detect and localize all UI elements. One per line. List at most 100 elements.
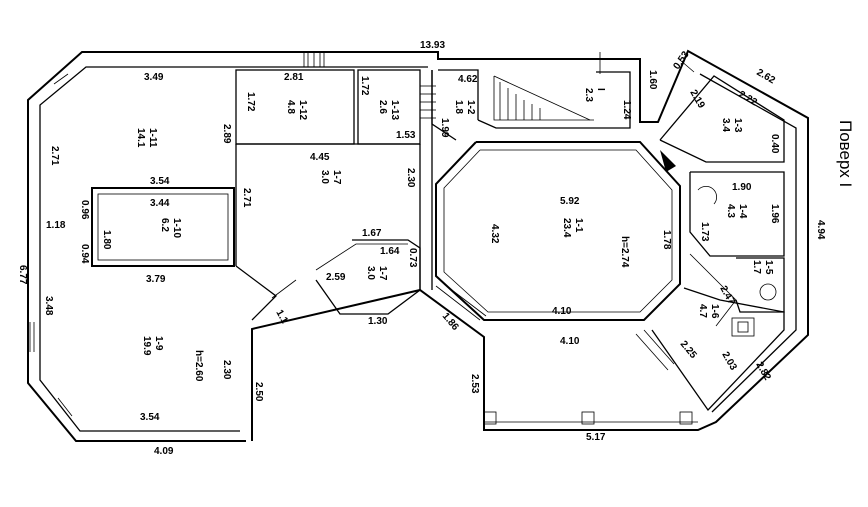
room-area: 1.7	[751, 260, 762, 274]
dim: 1.64	[380, 246, 400, 257]
wall-room-1-10-inner	[97, 193, 229, 261]
overall-dimensions: 13.93 6.77 4.94	[17, 40, 826, 285]
dim: 1.90	[732, 182, 752, 193]
wall-room-1-7-inner	[315, 243, 408, 271]
dim: 4.62	[458, 74, 478, 85]
dim: 4.10	[552, 306, 572, 317]
dim: 0.73	[407, 248, 418, 268]
wall-room-1-1-inner	[443, 149, 673, 313]
wall-room-1-10	[91, 187, 235, 267]
room-area: 6.2	[159, 218, 170, 232]
room-area: 3.0	[319, 170, 330, 184]
room-id: 1-7	[331, 170, 342, 185]
dim-left-height: 6.77	[17, 265, 28, 285]
dim: 2.25	[678, 339, 699, 361]
dim: 4.09	[154, 446, 174, 457]
wall-room-1-6-inner	[689, 253, 737, 327]
dim: 0.94	[79, 244, 90, 264]
dim: 2.71	[49, 146, 60, 166]
room-id: 1-5	[763, 260, 774, 275]
windows	[29, 51, 695, 417]
room-height: h=2.74	[619, 236, 630, 268]
room-area: 23.4	[561, 218, 572, 238]
dim: 1.80	[101, 230, 112, 250]
window-southwest	[57, 397, 73, 417]
room-id: 1-9	[153, 336, 164, 351]
room-id: 1-2	[465, 100, 476, 115]
dim: 1.78	[661, 230, 672, 250]
dim-right-height: 4.94	[815, 220, 826, 240]
dim: 3.54	[140, 412, 160, 423]
dim: 2.82	[753, 360, 772, 383]
stair	[420, 75, 594, 121]
shower-icon	[697, 186, 718, 205]
room-id: I	[595, 88, 606, 91]
room-id: 1-12	[297, 100, 308, 120]
dim: 1.67	[362, 228, 382, 239]
dim: 1.18	[46, 220, 66, 231]
window-1-9	[271, 279, 297, 299]
room-area: 4.3	[725, 204, 736, 218]
wall-stair-south	[477, 71, 631, 129]
room-id: 1-6	[709, 304, 720, 319]
dim: 2.71	[241, 188, 252, 208]
room-id: 1-7	[377, 266, 388, 281]
room-id: 1-11	[147, 128, 158, 148]
wall-stair-west	[431, 70, 457, 141]
room-area: 19.9	[141, 336, 152, 356]
dim: 5.17	[586, 432, 606, 443]
sink-icon	[731, 317, 755, 337]
wall-stair-top	[438, 69, 479, 120]
dim: 2.30	[405, 168, 416, 188]
dim: 4.10	[560, 336, 580, 347]
window-sw-hall-pane	[443, 283, 487, 317]
room-area: 4.8	[285, 100, 296, 114]
dim: 3.48	[43, 296, 54, 316]
stair-outline	[493, 76, 594, 121]
dim-top-width: 13.93	[420, 40, 445, 51]
window-ne-2	[679, 59, 695, 73]
exterior-wall-inner	[39, 66, 428, 432]
dim: 3.44	[150, 198, 170, 209]
terrace-column	[679, 411, 693, 425]
dim: 2.30	[221, 360, 232, 380]
window-se-pane	[643, 329, 675, 365]
terrace	[483, 337, 698, 425]
room-area: 2.3	[583, 88, 594, 102]
dim: 1.72	[359, 76, 370, 96]
dim: 1.30	[368, 316, 388, 327]
wall-1-9-diagonal	[235, 265, 277, 321]
east-wall-inner	[699, 73, 797, 413]
dim: 1.86	[440, 311, 461, 333]
window-se	[635, 333, 669, 371]
dim: 2.53	[469, 374, 480, 394]
terrace-column	[581, 411, 595, 425]
room-dimensions: 3.49 2.71 2.89 3.54 2.81 1.72 1.72 1.53 …	[43, 72, 780, 423]
dim: 4.32	[489, 224, 500, 244]
dim: 3.79	[146, 274, 166, 285]
room-id: 1-1	[573, 218, 584, 233]
dim: 1.24	[621, 100, 632, 120]
window-northwest	[53, 73, 69, 85]
dim: 0.96	[79, 200, 90, 220]
stair-diagonal	[493, 75, 591, 121]
dim: 1.53	[396, 130, 416, 141]
wall-room-1-1	[435, 141, 681, 321]
dim: 4.45	[310, 152, 330, 163]
dim: 2.59	[326, 272, 346, 283]
fixtures	[660, 150, 777, 337]
dim: 2.03	[719, 350, 738, 373]
floor-title: Поверх І	[836, 120, 855, 187]
room-area: 1.8	[453, 100, 464, 114]
dim: 1.96	[769, 204, 780, 224]
window-sw-hall	[435, 285, 481, 321]
dim: 2.81	[284, 72, 304, 83]
boiler-icon	[660, 150, 676, 172]
dim: 1.73	[699, 222, 710, 242]
dim: 0.40	[769, 134, 780, 154]
room-area: 3.0	[365, 266, 376, 280]
dim: 2.50	[253, 382, 264, 402]
dim: 3.49	[144, 72, 164, 83]
room-labels: 1-11 14.1 1-12 4.8 1-13 2.6 1-2 1.8 I 2.…	[135, 88, 774, 382]
dim: 2.62	[755, 67, 778, 86]
